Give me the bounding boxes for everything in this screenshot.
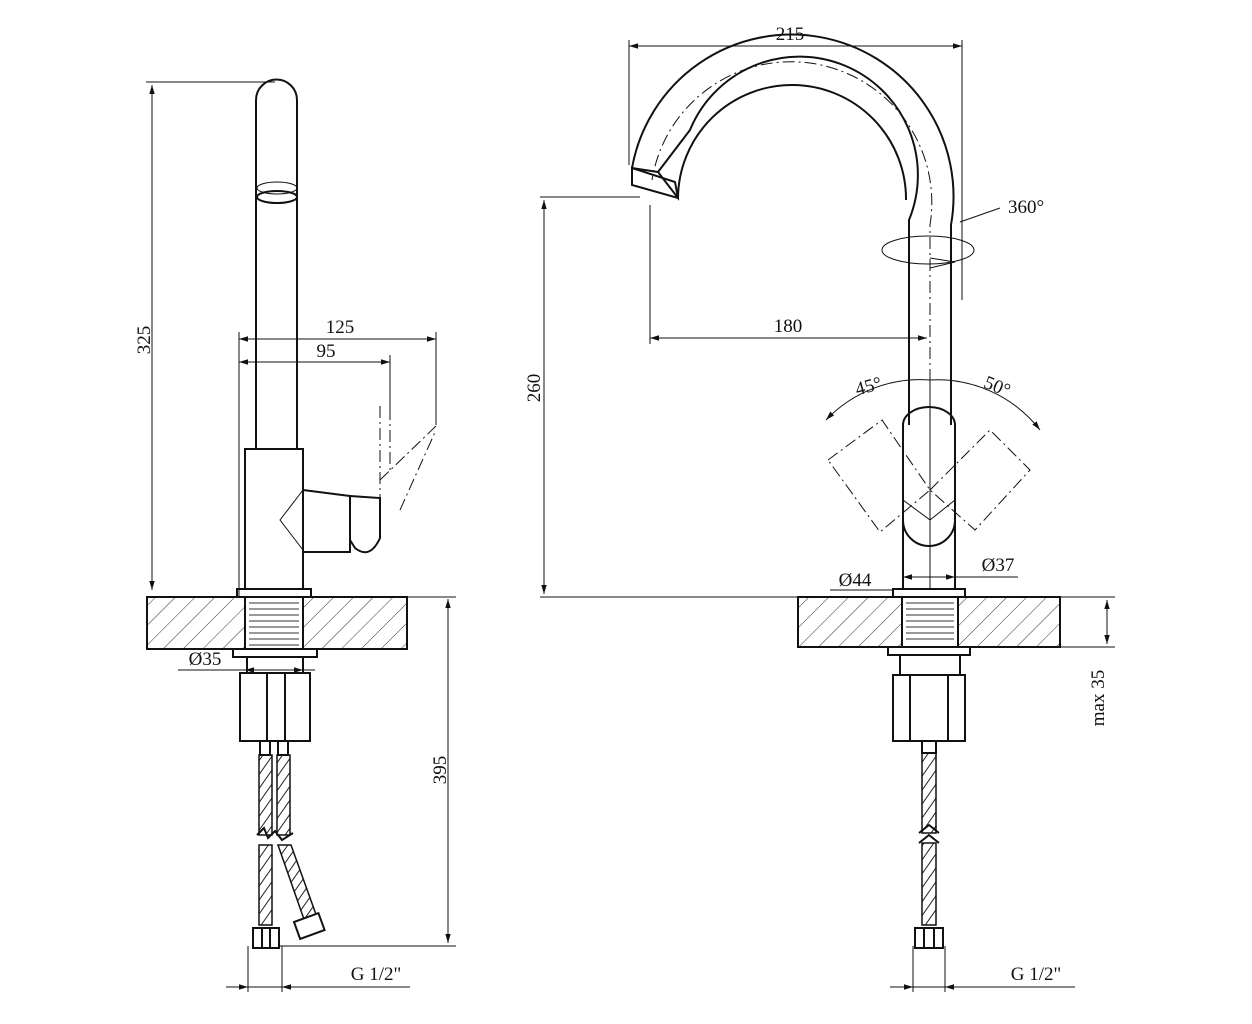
dim-lever-reach: 125	[326, 317, 355, 338]
dim-height-total: 325	[134, 326, 155, 355]
cartridge-housing	[302, 489, 351, 553]
hose-right-lower	[921, 842, 937, 926]
spout	[656, 55, 919, 425]
flange-left	[232, 648, 318, 658]
swivel-indicator	[881, 235, 975, 265]
dim-thread-right: G 1/2"	[1011, 964, 1062, 985]
hose-connector-left-a	[259, 740, 271, 756]
hose-left-b-lower	[276, 844, 319, 926]
hose-left-b-upper	[276, 754, 291, 836]
spout-column-left	[255, 78, 298, 449]
dim-lever-angle-right: 50°	[981, 372, 1014, 401]
lever-position-left	[827, 419, 931, 533]
dim-lever-angle-left: 45°	[853, 373, 884, 400]
body-left	[244, 448, 304, 590]
dim-swivel-angle: 360°	[1008, 197, 1044, 218]
lever-position-right	[929, 429, 1031, 531]
body-right	[902, 406, 956, 590]
dim-spout-height: 260	[524, 374, 545, 403]
dim-below-counter: 395	[430, 756, 451, 785]
dim-body-reach: 95	[317, 341, 336, 362]
dim-body-diameter: Ø37	[982, 555, 1015, 576]
lever-side	[349, 494, 381, 554]
hose-fitting-right	[914, 927, 944, 949]
dim-counter-max-thickness: max 35	[1088, 670, 1109, 726]
hose-left-a-lower	[258, 844, 273, 926]
hose-fitting-left-b	[292, 911, 326, 941]
dim-thread-left: G 1/2"	[351, 964, 402, 985]
dim-base-diameter-left: Ø35	[189, 649, 222, 670]
dim-base-diameter-right: Ø44	[839, 570, 872, 591]
hose-fitting-left-a	[252, 927, 280, 949]
mounting-nut-right	[892, 674, 966, 742]
dim-spout-reach: 180	[774, 316, 803, 337]
side-view: 325 125 95 Ø35 395	[134, 78, 456, 992]
hose-left-a-upper	[258, 754, 273, 836]
front-view: 45° 50° 360° 215 260 180 Ø44 Ø37	[524, 24, 1115, 992]
mounting-nut-left	[239, 672, 311, 742]
dim-spout-width: 215	[776, 24, 805, 45]
hose-connector-left-b	[277, 740, 289, 756]
hose-right-upper	[921, 752, 937, 834]
